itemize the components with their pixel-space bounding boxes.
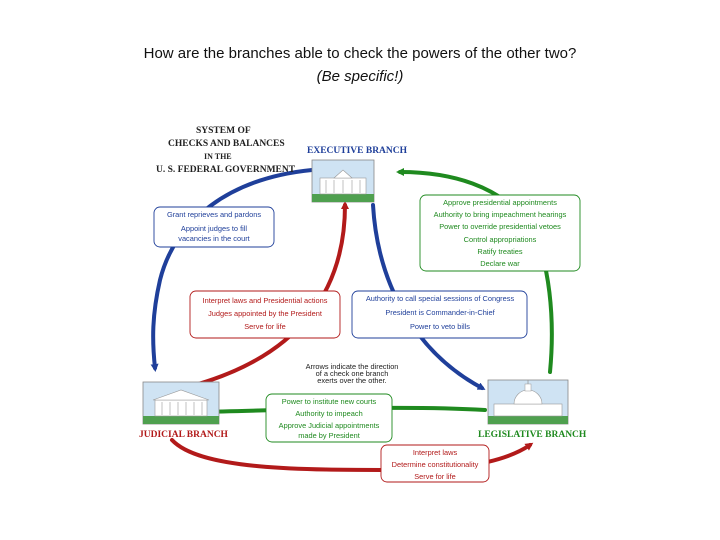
box-text: Grant reprieves and pardons — [167, 210, 261, 219]
box-text: Control appropriations — [464, 235, 537, 244]
box-text: Approve presidential appointments — [443, 198, 557, 207]
box-text: Power to override presidential vetoes — [439, 222, 561, 231]
capitol-icon — [487, 379, 569, 425]
box-text: Judges appointed by the President — [208, 309, 322, 318]
box-text: Interpret laws and Presidential actions — [203, 296, 328, 305]
box-text: Interpret laws — [413, 448, 458, 457]
executive-branch-label: EXECUTIVE BRANCH — [307, 146, 408, 156]
box-exec-over-judicial: Grant reprieves and pardons Appoint judg… — [153, 206, 275, 248]
box-text: President is Commander-in-Chief — [385, 308, 495, 317]
note-line: Arrows indicate the direction — [306, 362, 399, 371]
box-leg-over-jud: Power to institute new courts Authority … — [265, 393, 393, 443]
box-text: Ratify treaties — [477, 247, 522, 256]
box-text: Authority to call special sessions of Co… — [366, 294, 515, 303]
box-text: Authority to impeach — [295, 409, 362, 418]
arrow-legend-note: Arrows indicate the direction of a check… — [306, 362, 399, 385]
note-line: of a check one branch — [316, 369, 389, 378]
box-leg-over-exec: Approve presidential appointments Author… — [419, 194, 581, 272]
box-jud-over-leg: Interpret laws Determine constitutionali… — [380, 444, 490, 483]
box-text: Power to veto bills — [410, 322, 470, 331]
question-line: How are the branches able to check the p… — [143, 45, 577, 62]
box-text: Serve for life — [244, 322, 286, 331]
title-line-4: U. S. FEDERAL GOVERNMENT — [156, 165, 296, 175]
box-text: Approve Judicial appointments — [279, 421, 380, 430]
title-line-3: IN THE — [204, 152, 232, 161]
box-text: Power to institute new courts — [282, 397, 377, 406]
title-line-2: CHECKS AND BALANCES — [168, 139, 285, 149]
legislative-branch-label: LEGISLATIVE BRANCH — [478, 430, 587, 440]
supreme-court-icon — [142, 381, 220, 425]
box-text: Appoint judges to fill — [181, 224, 248, 233]
box-text: made by President — [298, 431, 360, 440]
white-house-icon — [311, 159, 375, 203]
box-exec-over-leg: Authority to call special sessions of Co… — [351, 290, 528, 339]
title-line-1: SYSTEM OF — [196, 126, 251, 136]
judicial-branch-label: JUDICIAL BRANCH — [139, 430, 229, 440]
arrow-exec-to-judicial — [150, 168, 314, 372]
box-text: Authority to bring impeachment hearings — [434, 210, 567, 219]
box-jud-over-exec: Interpret laws and Presidential actions … — [189, 290, 341, 339]
box-text: Determine constitutionality — [392, 460, 479, 469]
box-text: Serve for life — [414, 472, 456, 481]
box-text: vacancies in the court — [178, 234, 249, 243]
question-subline: (Be specific!) — [316, 68, 404, 85]
box-text: Declare war — [480, 259, 520, 268]
diagram-title: SYSTEM OF CHECKS AND BALANCES IN THE U. … — [156, 126, 296, 175]
note-line: exerts over the other. — [317, 376, 386, 385]
